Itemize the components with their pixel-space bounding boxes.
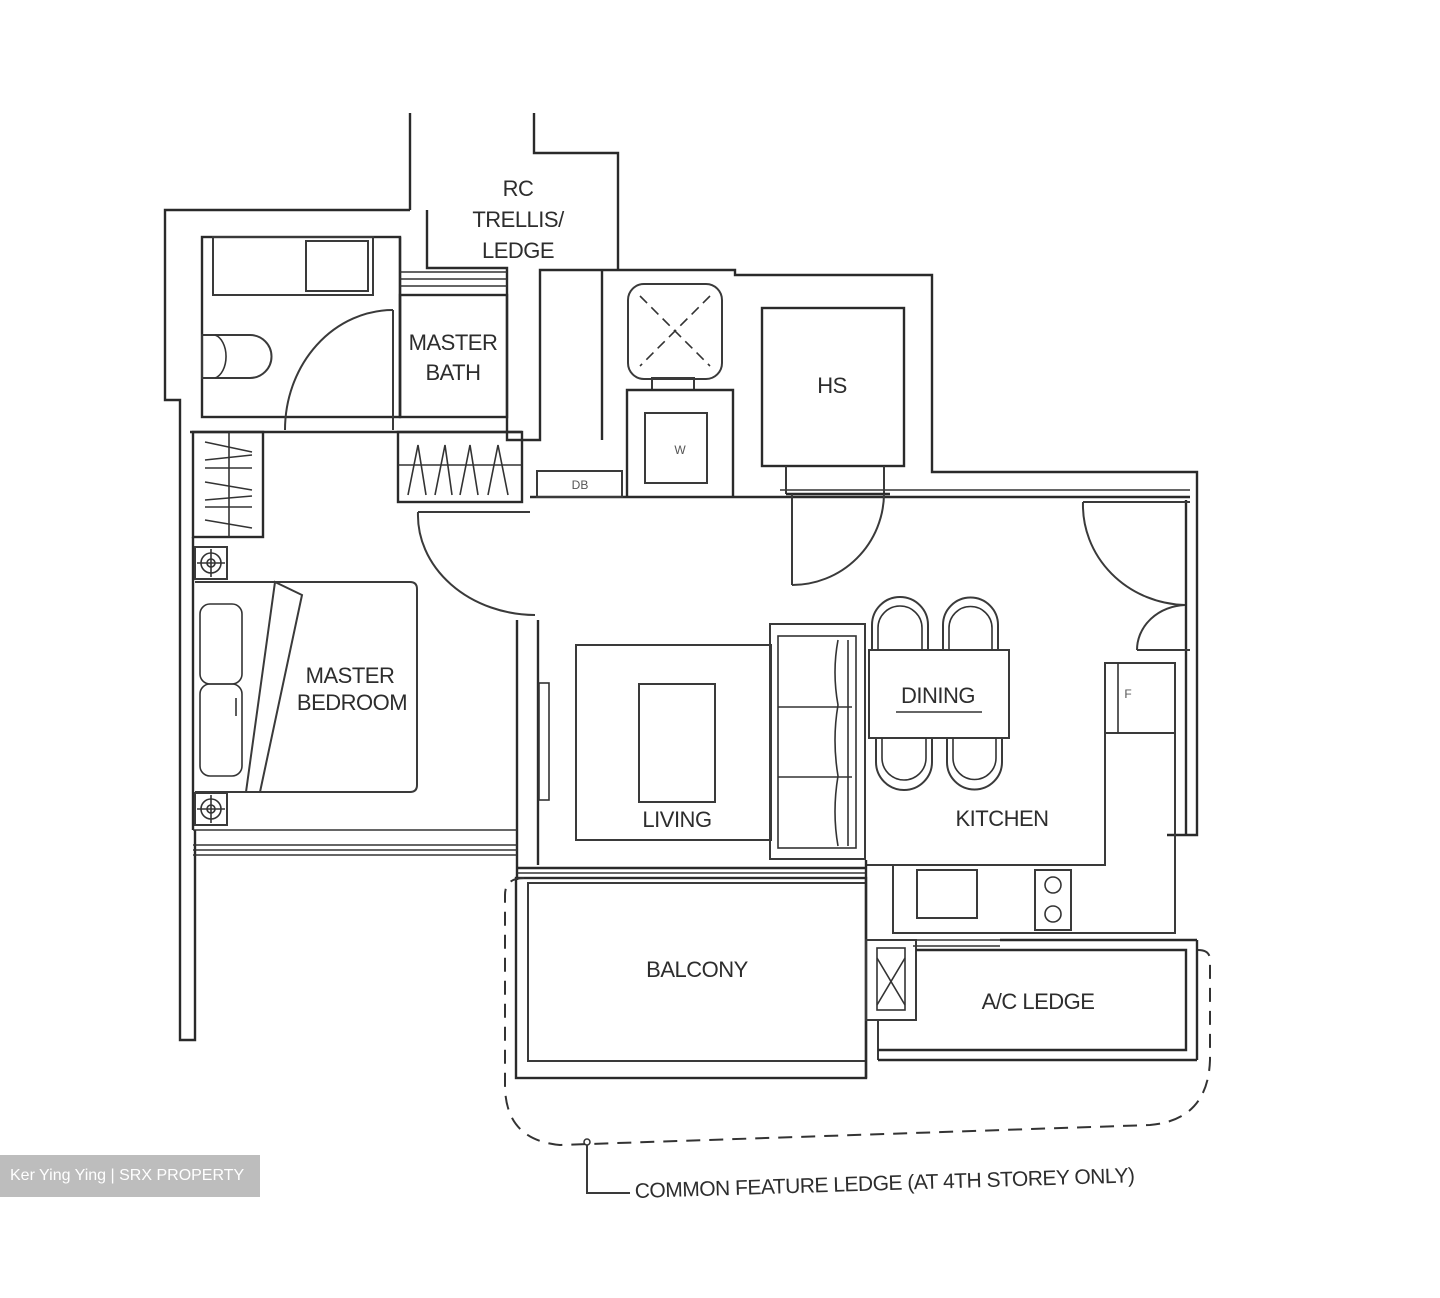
outer-walls (163, 113, 1199, 1042)
living-area (538, 623, 866, 860)
label-living: LIVING (642, 807, 711, 832)
label-master-bath-1: MASTER (409, 330, 498, 355)
label-master-bedroom-1: MASTER (306, 663, 395, 688)
ac-ledge (865, 939, 1199, 1062)
dining-area (868, 596, 1010, 791)
entrance-door (1081, 501, 1190, 651)
label-rc: RC (503, 176, 534, 201)
label-balcony: BALCONY (646, 957, 748, 982)
wardrobe-left (191, 430, 265, 539)
kitchen-area (866, 662, 1197, 947)
master-bedroom (191, 511, 536, 856)
household-shelter (760, 306, 906, 586)
label-trellis: TRELLIS/ (472, 207, 565, 232)
label-washer: W (674, 443, 686, 457)
label-common-feature-ledge: COMMON FEATURE LEDGE (AT 4TH STOREY ONLY… (634, 1164, 1134, 1203)
watermark: Ker Ying Ying | SRX PROPERTY (0, 1155, 260, 1197)
label-hs: HS (817, 373, 847, 398)
label-fridge: F (1124, 687, 1131, 701)
washer-area (625, 283, 735, 497)
db-cabinet (536, 470, 623, 498)
label-master-bath-2: BATH (425, 360, 480, 385)
label-dining: DINING (901, 683, 975, 708)
label-ledge: LEDGE (482, 238, 554, 263)
label-db: DB (572, 478, 589, 492)
label-kitchen: KITCHEN (955, 806, 1048, 831)
common-feature-ledge (504, 877, 1211, 1194)
label-master-bedroom-2: BEDROOM (297, 690, 407, 715)
label-ac-ledge: A/C LEDGE (982, 989, 1095, 1014)
wardrobe-right (396, 430, 524, 504)
